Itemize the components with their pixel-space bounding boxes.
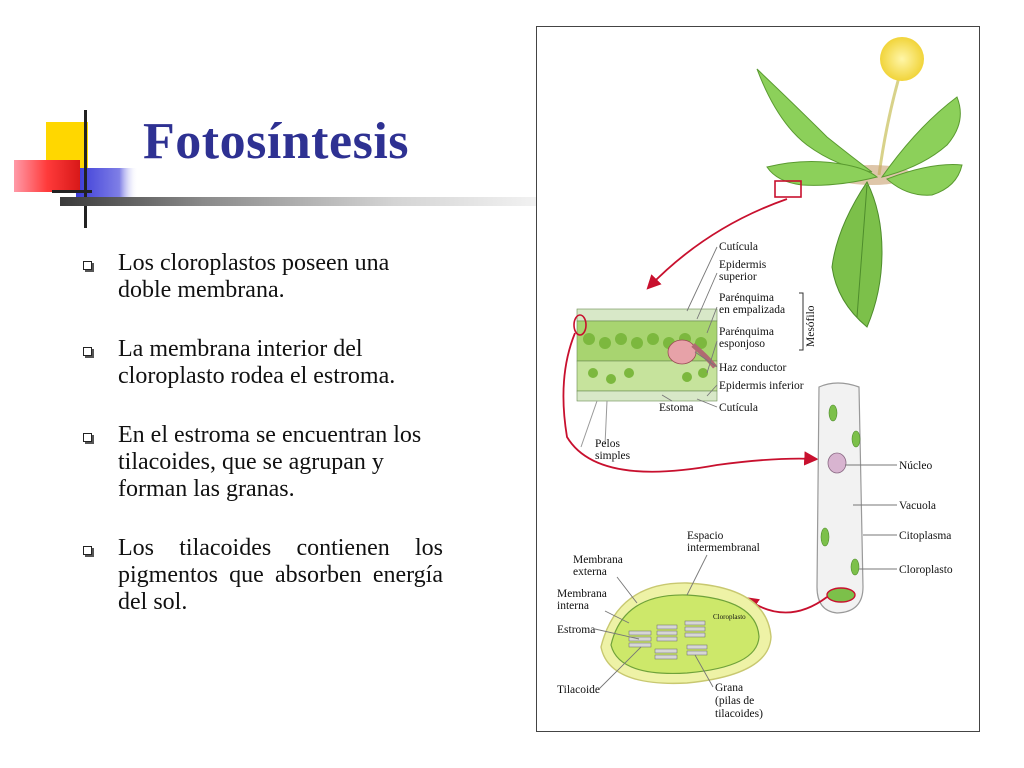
label-empalizada-2: en empalizada: [719, 304, 785, 316]
square-bullet-icon: [83, 261, 92, 270]
bullet-text: La membrana interior del cloroplasto rod…: [118, 336, 396, 389]
label-nucleo: Núcleo: [899, 460, 932, 472]
plant-illustration: [756, 37, 963, 328]
label-esponjoso: Parénquima: [719, 326, 774, 338]
square-bullet-icon: [83, 347, 92, 356]
leaf-zoom-box: [774, 180, 802, 198]
label-membrana-int: Membrana: [557, 588, 607, 600]
label-cuticula-top: Cutícula: [719, 241, 758, 253]
label-estoma: Estoma: [659, 402, 694, 414]
label-membrana-int-2: interna: [557, 600, 589, 612]
label-mesofilo: Mesófilo: [805, 305, 817, 347]
photosynthesis-figure: Cutícula Epidermis superior Parénquima e…: [536, 26, 980, 732]
label-pelos: Pelos: [595, 438, 620, 450]
list-item: Los cloroplastos poseen una doble membra…: [78, 250, 443, 304]
chloroplast-diagram: Cloroplasto: [600, 582, 772, 685]
label-esponjoso-2: esponjoso: [719, 338, 765, 350]
mesofilo-bracket: [799, 292, 804, 351]
title-underline: [60, 197, 538, 206]
figure-illustration: Cutícula Epidermis superior Parénquima e…: [557, 37, 963, 720]
label-cloroplasto: Cloroplasto: [899, 564, 953, 576]
flower-icon: [880, 37, 924, 81]
label-membrana-ext-2: externa: [573, 566, 607, 578]
bullet-list: Los cloroplastos poseen una doble membra…: [78, 250, 443, 648]
chloroplast-labels: Espacio intermembranal Membrana externa …: [557, 530, 763, 720]
label-cuticula-bottom: Cutícula: [719, 402, 758, 414]
cell-zoom-marker: [573, 314, 587, 336]
label-epidermis-sup-2: superior: [719, 271, 757, 283]
label-espacio-2: intermembranal: [687, 542, 760, 554]
plant-cell: Núcleo Vacuola Citoplasma Cloroplasto: [816, 382, 953, 614]
label-pelos-2: simples: [595, 450, 631, 462]
list-item: Los tilacoides contienen los pigmentos q…: [78, 535, 443, 616]
slide-title: Fotosíntesis: [143, 113, 409, 170]
leaf-cross-section: [573, 308, 718, 448]
label-grana-3: tilacoides): [715, 708, 763, 720]
label-grana-2: (pilas de: [715, 695, 754, 707]
label-tilacoide: Tilacoide: [557, 684, 600, 696]
label-chloroplast-inner: Cloroplasto: [713, 613, 746, 621]
label-vacuola: Vacuola: [899, 500, 936, 512]
label-epidermis-sup: Epidermis: [719, 259, 767, 271]
list-item: En el estroma se encuentran los tilacoid…: [78, 422, 443, 503]
label-citoplasma: Citoplasma: [899, 530, 951, 542]
vascular-bundle: [667, 339, 697, 365]
label-haz: Haz conductor: [719, 362, 787, 374]
zoom-arrow-2: [562, 332, 819, 473]
bullet-text: Los cloroplastos poseen una doble membra…: [118, 250, 390, 303]
bullet-text: Los tilacoides contienen los pigmentos q…: [118, 535, 443, 615]
label-estroma: Estroma: [557, 624, 595, 636]
label-empalizada: Parénquima: [719, 292, 774, 304]
square-bullet-icon: [83, 433, 92, 442]
label-espacio: Espacio: [687, 530, 724, 542]
label-grana: Grana: [715, 682, 743, 694]
bullet-text: En el estroma se encuentran los tilacoid…: [118, 422, 422, 502]
zoom-arrow-1: [646, 198, 788, 290]
leaf-labels: Cutícula Epidermis superior Parénquima e…: [595, 241, 817, 462]
square-bullet-icon: [83, 546, 92, 555]
decorative-logo: [14, 110, 138, 228]
label-membrana-ext: Membrana: [573, 554, 623, 566]
list-item: La membrana interior del cloroplasto rod…: [78, 336, 443, 390]
nucleus: [827, 452, 847, 474]
label-epidermis-inf: Epidermis inferior: [719, 380, 804, 392]
